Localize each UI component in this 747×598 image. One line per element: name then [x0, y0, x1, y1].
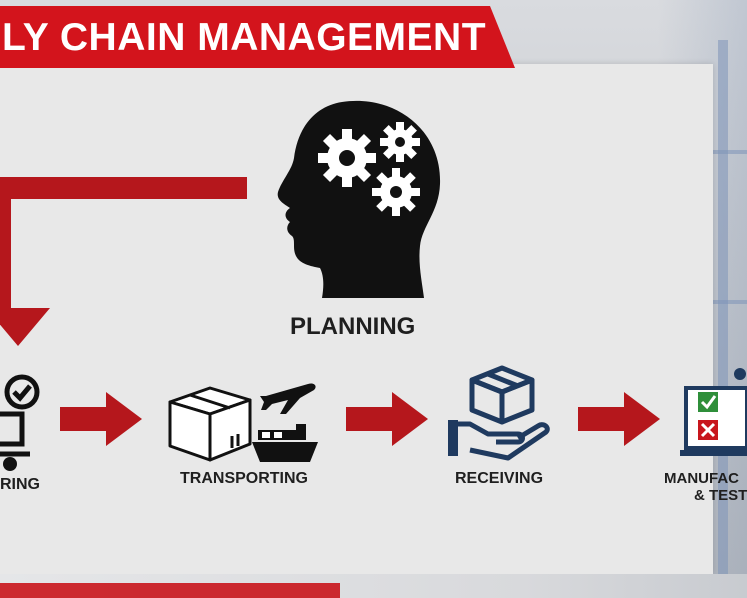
step-label-ordering: RING [0, 476, 40, 493]
rack-post [718, 40, 728, 574]
step-label-receiving: RECEIVING [455, 470, 544, 487]
rack-beam [697, 300, 747, 304]
title-banner [0, 6, 515, 68]
step-label-transporting: TRANSPORTING [180, 470, 308, 487]
box-plane-ship-icon [168, 383, 318, 462]
step-label-manufacturing-line2: & TEST [694, 487, 747, 504]
head-gears-icon [277, 100, 441, 298]
laptop-checklist-icon [680, 368, 747, 456]
feedback-line-vertical [0, 177, 11, 317]
flow-arrow-3 [578, 392, 660, 446]
feedback-arrowhead [0, 308, 50, 346]
bottom-red-bar [0, 583, 340, 598]
page-title: LY CHAIN MANAGEMENT [2, 16, 487, 59]
rack-beam [697, 150, 747, 154]
checklist-cart-icon [0, 374, 40, 471]
planning-label: PLANNING [290, 313, 416, 340]
feedback-line [0, 177, 247, 199]
hand-box-icon [448, 365, 550, 461]
flow-arrow-1 [60, 392, 142, 446]
step-label-manufacturing-line1: MANUFAC [664, 470, 739, 487]
step-label-manufacturing: MANUFAC & TEST [664, 470, 747, 504]
flow-arrow-2 [346, 392, 428, 446]
